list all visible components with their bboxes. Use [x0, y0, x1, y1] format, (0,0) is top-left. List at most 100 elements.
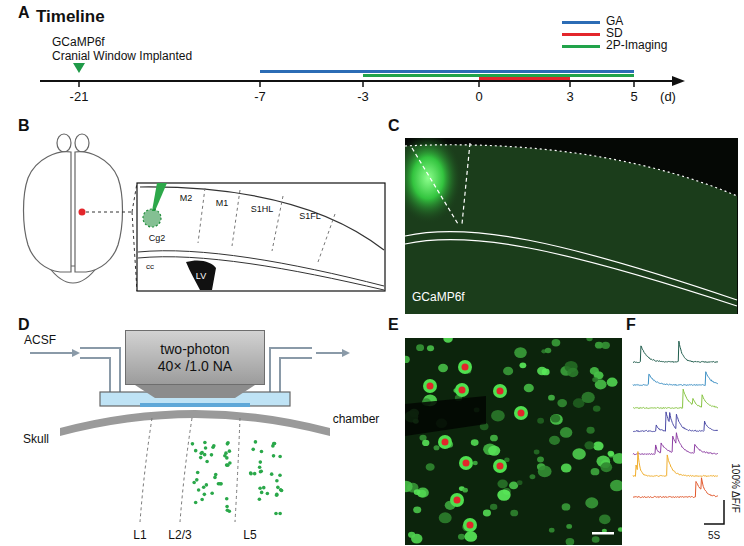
area-borders — [412, 143, 470, 224]
neuron-dot — [197, 488, 201, 492]
coverslip — [140, 403, 250, 407]
corpus-callosum — [138, 251, 384, 290]
layer-label: L1 — [133, 529, 146, 542]
neuron-soma — [542, 369, 550, 376]
neuron-soma — [490, 504, 497, 510]
part-label: ACSF — [24, 334, 56, 347]
neuron-dot — [225, 505, 229, 509]
roi-marker — [463, 460, 470, 467]
neuron-dot — [249, 471, 253, 475]
tick-label: -21 — [70, 90, 89, 104]
neuron-soma — [586, 338, 592, 341]
neuron-soma — [510, 510, 518, 517]
neuron-soma — [560, 427, 572, 438]
layer-label: L2/3 — [168, 529, 191, 542]
neuron-soma — [550, 414, 563, 425]
neuron-soma — [426, 463, 435, 471]
selected-neuron — [450, 493, 464, 507]
neuron-soma — [537, 418, 544, 424]
roi-marker — [497, 388, 504, 395]
tick-label: 3 — [566, 90, 573, 104]
neuron-soma — [483, 510, 491, 517]
calcium-trace — [633, 389, 718, 408]
neuron-dot — [200, 498, 204, 502]
section-image — [405, 138, 738, 314]
neuron-soma — [592, 377, 598, 382]
neuron-soma — [509, 482, 518, 490]
sd-bar — [479, 77, 570, 80]
olfactory-bulb — [75, 134, 89, 152]
neuron-dot — [194, 449, 198, 453]
panel-letter: A — [18, 4, 30, 22]
neuron-dot — [212, 444, 216, 448]
roi-marker — [459, 387, 466, 394]
atlas-frame — [137, 183, 385, 291]
corpus-callosum — [405, 232, 737, 306]
injection-area — [143, 209, 161, 227]
neuron-dot — [210, 491, 214, 495]
neuron-soma — [519, 362, 526, 368]
roi-marker — [497, 463, 504, 470]
neuron-dot — [200, 451, 204, 455]
neuron-soma — [416, 344, 424, 351]
neuron-soma — [593, 405, 601, 411]
panel-letter: F — [626, 316, 636, 334]
neuron-soma — [408, 532, 415, 538]
ga-bar — [260, 70, 634, 73]
neuron-soma — [591, 468, 600, 475]
neuron-dot — [218, 482, 222, 486]
neuron-soma — [497, 479, 507, 488]
hemisphere — [24, 152, 72, 272]
neuron-soma — [566, 524, 572, 529]
neuron-dot — [258, 498, 262, 502]
neuron-soma — [552, 339, 561, 346]
neuron-soma — [438, 364, 448, 372]
neuron-soma — [405, 356, 410, 363]
neuron-soma — [529, 474, 535, 479]
panel-letter: E — [388, 316, 399, 334]
neuron-soma — [538, 466, 552, 478]
neuron-soma — [582, 392, 595, 403]
neuron-dot — [259, 470, 263, 474]
neuron-dot — [258, 465, 262, 469]
event-label: Cranial Window Implanted — [52, 50, 192, 63]
neuron-soma — [503, 367, 513, 376]
neuron-soma — [443, 338, 452, 343]
tick-label: 0 — [475, 90, 482, 104]
neuron-soma — [537, 457, 544, 463]
selected-neuron — [514, 406, 528, 420]
outflow-tube — [270, 348, 312, 392]
neuron-dot — [278, 455, 282, 459]
imaging-bar — [363, 74, 634, 77]
neuron-dot — [203, 493, 207, 497]
selected-neuron — [493, 384, 507, 398]
image-ground — [405, 338, 622, 545]
neuron-dot — [199, 456, 203, 460]
region-label: LV — [196, 272, 206, 282]
scale-label: 5S — [708, 530, 720, 541]
calcium-trace — [633, 341, 718, 362]
neuron-dot — [279, 488, 283, 492]
neuron-dot — [249, 472, 253, 476]
axis-ticks — [79, 81, 634, 87]
neuron-dot — [254, 440, 258, 444]
part-label: Skull — [23, 433, 49, 446]
region-label: S1FL — [299, 212, 321, 222]
neuron-soma — [490, 435, 498, 442]
node-text: two-photon 40× /1.0 NA — [150, 341, 240, 373]
roi-marker — [518, 410, 525, 417]
region-label: cc — [146, 263, 154, 272]
neuron-soma — [534, 450, 540, 455]
neuron-dot — [259, 470, 263, 474]
neuron-soma — [613, 453, 622, 464]
neuron-dot — [214, 473, 218, 477]
neuron-dot — [251, 448, 255, 452]
neuron-dot — [224, 451, 228, 455]
neuron-dot — [266, 492, 270, 496]
neuron-field — [405, 338, 622, 545]
calcium-trace — [633, 478, 718, 498]
neuron-dot — [205, 483, 209, 487]
neuron-soma — [488, 445, 500, 455]
